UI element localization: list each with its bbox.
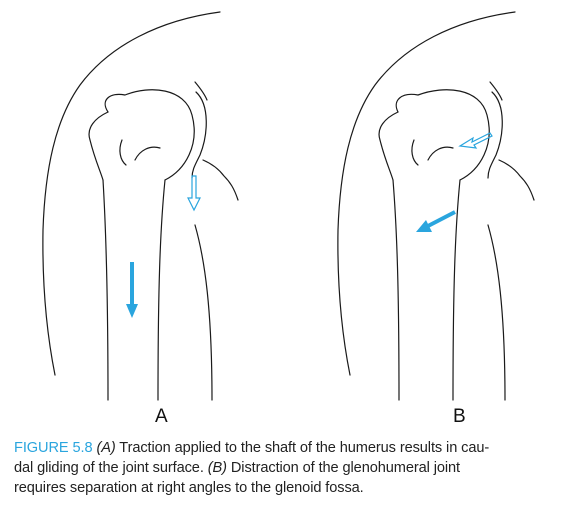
traction-arrow-a — [126, 262, 138, 318]
shaft-left-b — [392, 179, 400, 401]
shoulder-diagrams — [42, 11, 535, 401]
caption-line-2: dal gliding of the joint surface. (B) Di… — [14, 458, 554, 478]
caption-text-2: dal gliding of the joint surface. — [14, 460, 208, 476]
caudal-glide-arrow-a — [187, 175, 201, 212]
figure-caption: FIGURE 5.8 (A) Traction applied to the s… — [14, 438, 554, 498]
humeral-head-a — [104, 89, 195, 181]
panel-a-drawing — [42, 11, 239, 401]
panel-b-drawing — [337, 11, 535, 401]
humeral-head-b — [395, 89, 490, 181]
greater-tubercle-a — [88, 111, 109, 181]
caption-ref-b: (B) — [207, 460, 227, 476]
shaft-right-a — [157, 179, 166, 401]
shaft-left-a — [102, 179, 109, 401]
panel-label-b: B — [453, 406, 466, 427]
shoulder-outline-a — [42, 11, 221, 376]
caption-line-1: FIGURE 5.8 (A) Traction applied to the s… — [14, 438, 554, 458]
figure-number: FIGURE 5.8 — [14, 440, 93, 456]
shaft-right-b — [452, 179, 461, 401]
arm-contour-b — [487, 224, 506, 401]
distraction-arrow-b — [416, 210, 456, 232]
caption-line-3: requires separation at right angles to t… — [14, 480, 364, 496]
glenoid-a — [191, 91, 207, 179]
caption-text-2b: Distraction of the glenohumeral joint — [226, 460, 460, 476]
greater-tubercle-b — [378, 111, 399, 181]
caption-ref-a: (A) — [96, 440, 116, 456]
panel-label-a: A — [155, 406, 168, 427]
glenoid-b — [487, 91, 503, 179]
distraction-outline-arrow-b — [458, 132, 493, 149]
shoulder-outline-b — [337, 11, 516, 376]
head-inner-a — [119, 139, 127, 166]
arm-contour-a — [194, 224, 213, 401]
caption-text-1: Traction applied to the shaft of the hum… — [115, 440, 490, 456]
